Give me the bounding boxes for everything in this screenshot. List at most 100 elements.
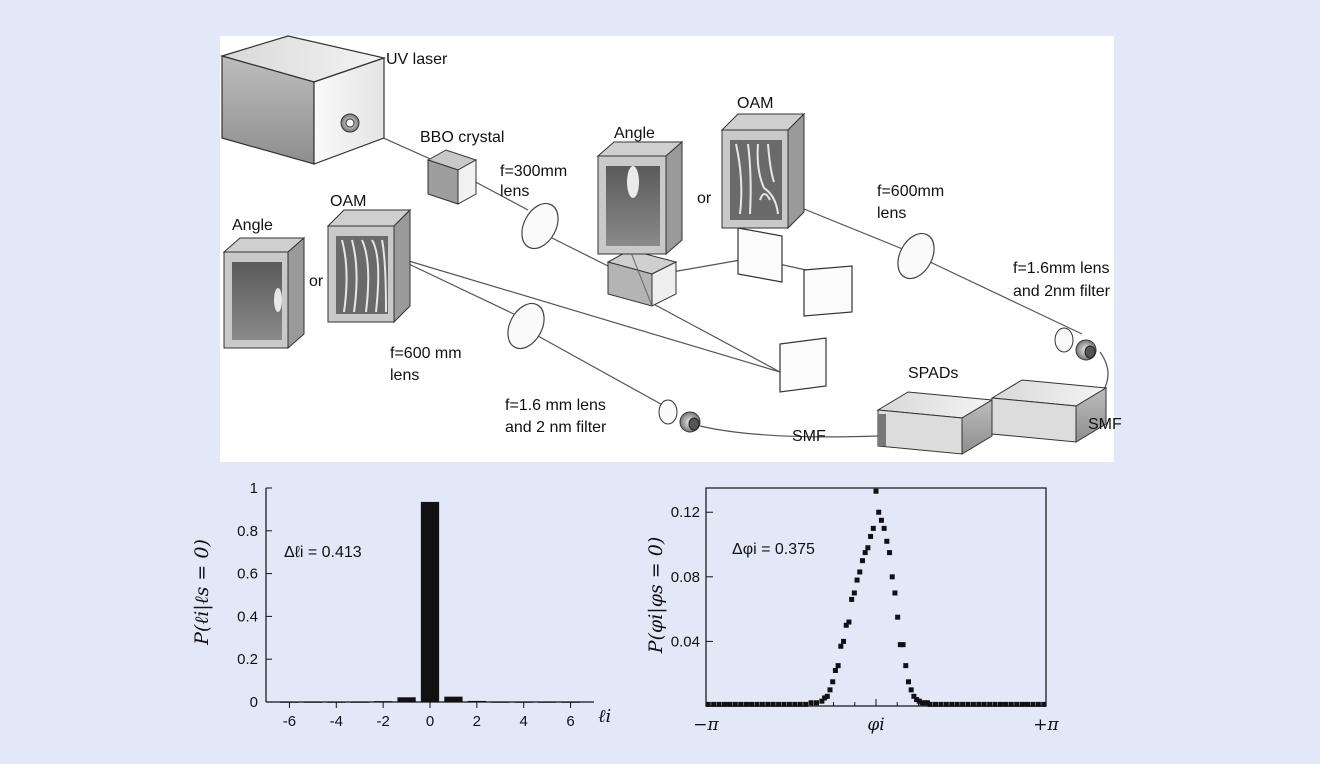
angle-point bbox=[976, 701, 982, 707]
angle-point bbox=[857, 569, 863, 575]
angle-point bbox=[892, 590, 898, 596]
label-angle-mid: Angle bbox=[614, 125, 655, 142]
oam-annotation: Δℓi = 0.413 bbox=[284, 544, 362, 561]
angle-point bbox=[830, 679, 836, 685]
angle-y-axis-label: P(φi|φs = 0) bbox=[645, 537, 667, 655]
coupler-right bbox=[1054, 327, 1097, 361]
oam-y-tick-label: 1 bbox=[250, 480, 258, 497]
oam-x-tick-label: -6 bbox=[283, 713, 296, 730]
oam-y-axis-label: P(ℓi|ℓs = 0) bbox=[191, 539, 213, 646]
label-lens-1-6-left-line2: and 2 nm filter bbox=[505, 419, 607, 436]
angle-point bbox=[838, 643, 844, 649]
bbo-crystal bbox=[426, 149, 478, 205]
angle-point bbox=[900, 642, 906, 648]
angle-point bbox=[919, 700, 925, 706]
angle-point bbox=[716, 701, 722, 707]
angle-x-tick-label: φi bbox=[867, 715, 884, 735]
label-or-left: or bbox=[309, 273, 324, 290]
angle-point bbox=[770, 701, 776, 707]
oam-x-tick-label: 2 bbox=[473, 713, 481, 730]
angle-point bbox=[822, 695, 828, 701]
angle-point bbox=[881, 525, 887, 531]
oam-bar bbox=[397, 697, 416, 702]
angle-point bbox=[1035, 701, 1041, 707]
angle-y-ticks: 0.040.080.12 bbox=[671, 504, 713, 650]
angle-point bbox=[884, 538, 890, 544]
angle-point bbox=[878, 517, 884, 523]
angle-point bbox=[933, 701, 939, 707]
label-lens-600-left-line2: lens bbox=[390, 367, 419, 384]
label-lens-600-right-line2: lens bbox=[877, 205, 906, 222]
angle-point bbox=[738, 701, 744, 707]
angle-point bbox=[903, 663, 909, 669]
angle-point bbox=[897, 642, 903, 648]
angle-point bbox=[949, 701, 955, 707]
spad-left bbox=[876, 391, 994, 455]
slm-angle-left bbox=[222, 236, 306, 350]
angle-points bbox=[705, 488, 1047, 707]
angle-point bbox=[765, 701, 771, 707]
angle-point bbox=[859, 558, 865, 564]
angle-point bbox=[851, 590, 857, 596]
mirror-upper-right bbox=[803, 265, 853, 317]
angle-point bbox=[827, 687, 833, 693]
angle-point bbox=[905, 679, 911, 685]
oam-y-tick-label: 0.8 bbox=[237, 523, 258, 540]
label-lens-1-6-right-line2: and 2nm filter bbox=[1013, 283, 1111, 300]
angle-point bbox=[889, 574, 895, 580]
angle-point bbox=[832, 667, 838, 673]
angle-point bbox=[803, 701, 809, 707]
angle-point bbox=[981, 701, 987, 707]
label-oam-mid: OAM bbox=[737, 95, 773, 112]
oam-x-axis-label: ℓi bbox=[598, 706, 611, 727]
oam-y-ticks: 00.20.40.60.81 bbox=[237, 480, 272, 711]
oam-x-tick-label: 4 bbox=[520, 713, 528, 730]
angle-point bbox=[887, 550, 893, 556]
angle-plot-frame bbox=[705, 487, 1047, 707]
angle-point bbox=[954, 701, 960, 707]
angle-point bbox=[997, 701, 1003, 707]
angle-point bbox=[987, 701, 993, 707]
angle-point bbox=[922, 700, 928, 706]
angle-point bbox=[943, 701, 949, 707]
angle-point bbox=[862, 550, 868, 556]
label-smf-right: SMF bbox=[1088, 416, 1122, 433]
angle-point bbox=[992, 701, 998, 707]
angle-point bbox=[873, 488, 879, 494]
setup-diagram: UV laser BBO crystal f=300mm lens Angle … bbox=[219, 35, 1122, 462]
angle-point bbox=[808, 700, 814, 706]
angle-point bbox=[1008, 701, 1014, 707]
label-angle-left: Angle bbox=[232, 217, 273, 234]
oam-y-tick-label: 0.6 bbox=[237, 566, 258, 583]
angle-point bbox=[854, 577, 860, 583]
angle-point bbox=[841, 638, 847, 644]
angle-point bbox=[908, 687, 914, 693]
angle-point bbox=[895, 614, 901, 620]
lens-600mm-right bbox=[897, 232, 935, 280]
angle-point bbox=[911, 693, 917, 699]
slm-angle-mid bbox=[596, 140, 684, 256]
oam-y-tick-label: 0.4 bbox=[237, 608, 258, 625]
angle-point bbox=[797, 701, 803, 707]
angle-point bbox=[1041, 701, 1047, 707]
angle-point bbox=[705, 701, 711, 707]
angle-annotation: Δφi = 0.375 bbox=[732, 541, 815, 558]
oam-x-tick-label: -4 bbox=[330, 713, 343, 730]
label-lens-1-6-left-line1: f=1.6 mm lens bbox=[505, 397, 606, 414]
angle-point bbox=[914, 697, 920, 703]
angle-point bbox=[1003, 701, 1009, 707]
angle-point bbox=[721, 701, 727, 707]
angle-point bbox=[792, 701, 798, 707]
angle-point bbox=[759, 701, 765, 707]
angle-point bbox=[870, 525, 876, 531]
angle-y-tick-label: 0.12 bbox=[671, 504, 700, 521]
coupler-left bbox=[658, 399, 701, 433]
oam-x-tick-label: -2 bbox=[376, 713, 389, 730]
label-lens-300-line2: lens bbox=[500, 183, 529, 200]
label-uv-laser: UV laser bbox=[386, 51, 448, 68]
angle-point bbox=[1025, 701, 1031, 707]
angle-point bbox=[727, 701, 733, 707]
angle-point bbox=[711, 701, 717, 707]
